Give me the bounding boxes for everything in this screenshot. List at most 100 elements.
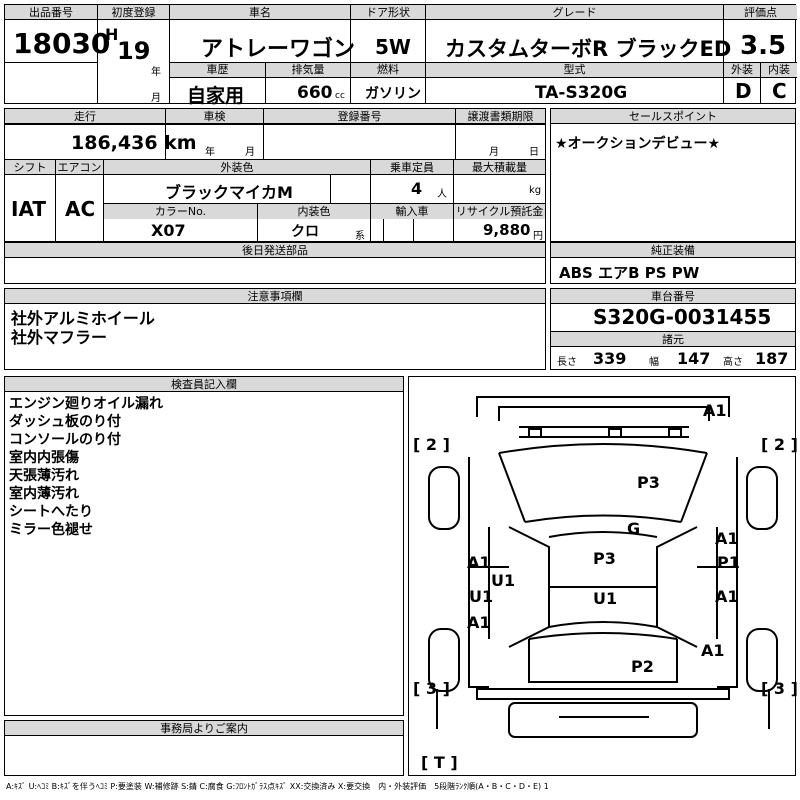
damage-mark: U1 (469, 587, 494, 606)
inspector-line: 室内薄汚れ (9, 486, 79, 502)
inspector-line: シートへたり (9, 504, 93, 520)
displacement: 660 (297, 83, 333, 103)
door-label: ドア形状 (351, 5, 425, 20)
aircon: AC (65, 197, 96, 221)
month-unit: 月 (151, 93, 161, 104)
inspection-year-unit: 年 (205, 147, 215, 158)
model-code: TA-S320G (535, 83, 628, 103)
grade-label: グレード (426, 5, 723, 20)
damage-mark: P3 (637, 473, 660, 492)
load-label: 最大積載量 (454, 160, 545, 175)
recycle-unit: 円 (533, 231, 543, 242)
lot-label: 出品番号 (5, 5, 97, 20)
damage-mark: P3 (593, 549, 616, 568)
chassis-number: S320G-0031455 (593, 305, 772, 329)
reg-number-label: 登録番号 (264, 109, 455, 124)
seats-unit: 人 (437, 189, 447, 200)
year-unit: 年 (151, 67, 161, 78)
inspector-line: ミラー色褪せ (9, 522, 93, 538)
caution-line: 社外マフラー (11, 328, 108, 347)
damage-mark: A1 (715, 587, 739, 606)
color-no: X07 (151, 221, 186, 240)
damage-mark: U1 (491, 571, 516, 590)
color: ブラックマイカM (165, 183, 293, 202)
color-no-label: カラーNo. (104, 204, 257, 219)
damage-mark: A1 (701, 641, 725, 660)
sales-point-text: ★オークションデビュー★ (555, 136, 721, 152)
ext-label: 外装 (724, 63, 760, 77)
caution-box: 注意事項欄 社外アルミホイール 社外マフラー (4, 288, 546, 370)
recycle: 9,880 (483, 221, 531, 239)
ext-grade: D (735, 79, 752, 103)
sales-point-box: セールスポイント ★オークションデビュー★ (550, 108, 796, 242)
inspection-month-unit: 月 (245, 147, 255, 158)
later-parts-box: 後日発送部品 (4, 242, 546, 284)
inspector-label: 検査員記入欄 (5, 377, 403, 392)
mileage: 186,436 km (71, 132, 197, 154)
vehicle-info-grid: 走行 186,436 km 車検 年 月 登録番号 譲渡書類期限 月 日 シフト… (4, 108, 546, 242)
door-type: 5W (375, 35, 411, 59)
car-name: アトレーワゴン (201, 37, 356, 62)
damage-mark: P2 (631, 657, 654, 676)
inspector-line: 天張薄汚れ (9, 468, 79, 484)
equipment-text: ABS エアB PS PW (559, 264, 700, 282)
int-color: クロ (291, 224, 319, 240)
inspector-line: エンジン廻りオイル漏れ (9, 396, 163, 412)
reg-year: 19 (117, 37, 151, 65)
transfer-month-unit: 月 (489, 147, 499, 158)
legend: A:ｷｽﾞ U:ﾍｺﾐ B:ｷｽﾞを伴うﾍｺﾐ P:要塗装 W:補修跡 S:錆 … (6, 782, 549, 791)
car-diagram: [ 2 ] [ 2 ] [ 3 ] [ 3 ] [ T ] A1 P3 G A1… (408, 376, 798, 776)
int-label: 内装 (761, 63, 797, 77)
spare-tire: [ T ] (421, 753, 458, 772)
equipment-label: 純正装備 (551, 243, 795, 258)
tire-front-right: [ 2 ] (761, 435, 798, 454)
office-box: 事務局よりご案内 (4, 720, 404, 776)
int-color-unit: 系 (355, 231, 365, 242)
damage-mark: A1 (703, 401, 727, 420)
disp-unit: cc (335, 91, 345, 101)
inspector-line: 室内内張傷 (9, 450, 79, 466)
header-grid: 出品番号 18030 初度登録 H 19 年 月 車名 アトレーワゴン ドア形状… (4, 4, 797, 107)
width: 147 (677, 349, 711, 368)
inspector-box: 検査員記入欄 エンジン廻りオイル漏れ ダッシュ板のり付 コンソールのり付 室内内… (4, 376, 404, 716)
length: 339 (593, 349, 627, 368)
inspector-line: ダッシュ板のり付 (9, 414, 121, 430)
seats: 4 (411, 179, 423, 198)
ac-label: エアコン (56, 160, 103, 175)
height: 187 (755, 349, 789, 368)
width-label: 幅 (649, 357, 659, 368)
history: 自家用 (187, 85, 245, 107)
later-parts-label: 後日発送部品 (5, 243, 545, 258)
length-label: 長さ (557, 357, 577, 368)
load-unit: kg (529, 185, 542, 196)
recycle-label: リサイクル預託金 (454, 204, 545, 219)
era: H (105, 25, 119, 44)
import-label: 輸入車 (371, 204, 453, 219)
history-label: 車歴 (170, 63, 265, 77)
inspector-line: コンソールのり付 (9, 432, 121, 448)
first-reg-label: 初度登録 (98, 5, 169, 20)
transfer-day-unit: 日 (529, 147, 539, 158)
equipment-box: 純正装備 ABS エアB PS PW (550, 242, 796, 284)
inspection-label: 車検 (166, 109, 263, 124)
chassis-label: 車台番号 (551, 289, 795, 304)
grade: カスタムターボR ブラックED (445, 37, 732, 61)
score-label: 評価点 (724, 5, 797, 20)
color-label: 外装色 (104, 160, 370, 175)
tire-front-left: [ 2 ] (413, 435, 450, 454)
mileage-label: 走行 (5, 109, 165, 124)
car-outline-diagram (428, 396, 778, 738)
shift-label: シフト (5, 160, 55, 175)
fuel-label: 燃料 (351, 63, 425, 77)
car-name-label: 車名 (170, 5, 350, 20)
caution-label: 注意事項欄 (5, 289, 545, 304)
caution-line: 社外アルミホイール (11, 309, 155, 328)
int-color-label: 内装色 (258, 204, 370, 219)
damage-mark: G (627, 519, 641, 538)
damage-mark: A1 (467, 613, 491, 632)
int-grade: C (772, 79, 787, 103)
office-label: 事務局よりご案内 (5, 721, 403, 736)
height-label: 高さ (723, 357, 743, 368)
chassis-box: 車台番号 S320G-0031455 諸元 長さ 339 幅 147 高さ 18… (550, 288, 796, 370)
seats-label: 乗車定員 (371, 160, 453, 175)
